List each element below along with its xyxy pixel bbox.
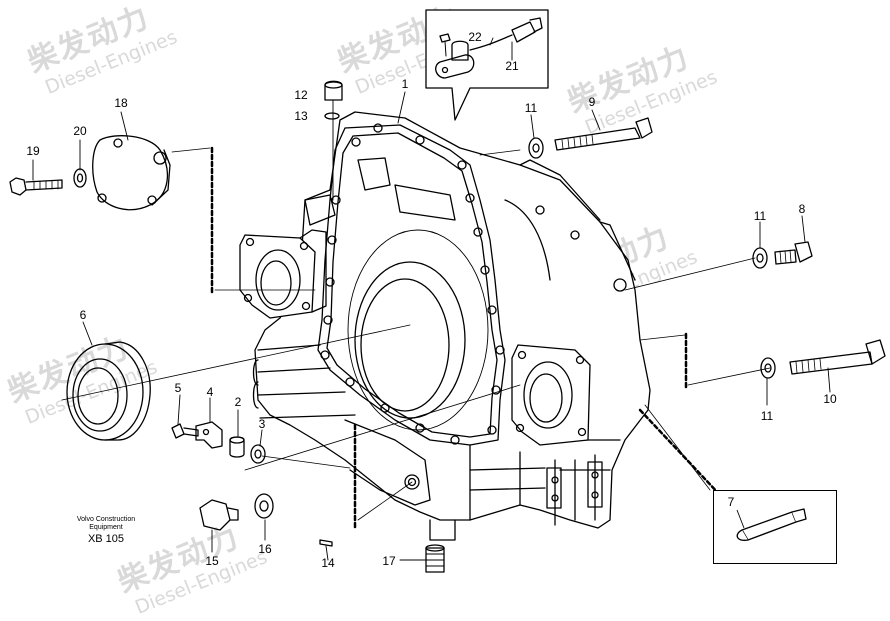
plug-17 — [425, 544, 445, 573]
callout-18: 18 — [114, 96, 128, 110]
callout-11: 11 — [524, 101, 538, 115]
callout-14: 14 — [321, 556, 335, 570]
callout-9: 9 — [588, 95, 596, 109]
bracket-4 — [195, 421, 223, 449]
washer-11 — [760, 357, 776, 379]
leader-lines — [32, 37, 831, 561]
plug-12 — [324, 80, 343, 101]
callout-7: 7 — [727, 495, 735, 509]
callout-10: 10 — [823, 392, 837, 406]
callout-12: 12 — [294, 88, 308, 102]
caption-code: XB 105 — [87, 533, 125, 545]
washer-13 — [324, 112, 340, 120]
callout-22: 22 — [468, 30, 482, 44]
callout-15: 15 — [205, 554, 219, 568]
caption-line-2: Equipment — [89, 524, 123, 531]
drain-plug-15 — [199, 499, 239, 531]
sensor-inset — [425, 9, 549, 121]
alignment-lines — [61, 147, 771, 521]
bolt-8 — [774, 241, 813, 265]
callout-3: 3 — [258, 417, 266, 431]
callout-4: 4 — [206, 385, 214, 399]
screw-5 — [171, 423, 199, 439]
seal-ring-6 — [66, 341, 151, 441]
pin-14 — [319, 539, 333, 547]
washer-3 — [250, 444, 266, 464]
callout-8: 8 — [798, 202, 806, 216]
callout-20: 20 — [73, 124, 87, 138]
washer-11 — [528, 137, 544, 159]
bolt-19 — [9, 177, 63, 196]
callout-2: 2 — [234, 395, 242, 409]
flywheel-housing — [239, 111, 651, 541]
exploded-parts-diagram — [9, 9, 886, 573]
caption-line-1: Volvo Construction — [76, 516, 136, 523]
diagram-caption: Volvo Construction Equipment XB 105 — [66, 516, 146, 546]
callout-11: 11 — [760, 409, 774, 423]
washer-16 — [254, 493, 274, 519]
callout-16: 16 — [258, 542, 272, 556]
sealant-tube-drawing — [736, 508, 807, 541]
sensor-plug-2 — [229, 436, 245, 458]
callout-11: 11 — [753, 209, 767, 223]
bolt-10 — [789, 339, 886, 375]
dashed-lines — [210, 146, 722, 532]
callout-21: 21 — [505, 59, 519, 73]
callout-5: 5 — [174, 381, 182, 395]
bolt-9 — [554, 117, 653, 151]
washer-20 — [73, 168, 87, 188]
callout-6: 6 — [79, 308, 87, 322]
callout-19: 19 — [26, 144, 40, 158]
callout-17: 17 — [382, 554, 396, 568]
callout-1: 1 — [401, 77, 409, 91]
callout-13: 13 — [294, 109, 308, 123]
cover-plate-18 — [92, 135, 171, 211]
